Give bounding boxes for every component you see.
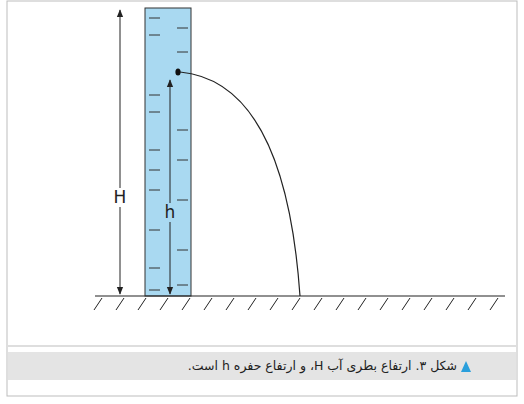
height-label: H — [112, 188, 129, 207]
tick-mark — [149, 268, 160, 269]
hatch-stroke — [314, 298, 322, 310]
hatch-stroke — [358, 298, 366, 310]
graduation-marks — [149, 18, 188, 290]
hatch-stroke — [138, 298, 146, 310]
tick-mark — [149, 170, 160, 171]
hole — [175, 68, 180, 75]
hatch-stroke — [424, 298, 432, 310]
hatch-stroke — [490, 298, 498, 310]
frame-divider — [8, 346, 516, 347]
hatch-stroke — [336, 298, 344, 310]
frame — [7, 1, 517, 396]
hatch-stroke — [160, 298, 168, 310]
hatch-stroke — [116, 298, 124, 310]
hatch-stroke — [380, 298, 388, 310]
hatch-stroke — [402, 298, 410, 310]
tick-mark — [177, 130, 188, 131]
H-dimension-arrow — [120, 10, 121, 294]
tick-mark — [177, 52, 188, 53]
tick-mark — [149, 190, 160, 191]
tick-mark — [177, 160, 188, 161]
tick-mark — [149, 18, 160, 19]
tick-mark — [177, 200, 188, 201]
water-jet — [180, 72, 300, 296]
tick-mark — [149, 230, 160, 231]
ground-hatching — [94, 298, 498, 310]
hatch-stroke — [270, 298, 278, 310]
caption-triangle — [461, 361, 471, 372]
hatch-stroke — [468, 298, 476, 310]
tick-mark — [149, 95, 160, 96]
hole-height-label: h — [163, 203, 178, 222]
water-bottle — [145, 8, 191, 296]
h-dimension-arrow — [170, 80, 171, 294]
hatch-stroke — [226, 298, 234, 310]
tick-mark — [177, 250, 188, 251]
tick-mark — [149, 112, 160, 113]
hatch-stroke — [292, 298, 300, 310]
tick-mark — [177, 285, 188, 286]
hatch-stroke — [182, 298, 190, 310]
tick-mark — [149, 290, 160, 291]
hatch-stroke — [446, 298, 454, 310]
figure-caption: شکل ۳. ارتفاع بطری آب H، و ارتفاع حفره h… — [188, 360, 457, 373]
tick-mark — [149, 35, 160, 36]
caption-band — [8, 352, 516, 380]
hatch-stroke — [204, 298, 212, 310]
tick-mark — [149, 150, 160, 151]
tick-mark — [177, 28, 188, 29]
hatch-stroke — [94, 298, 102, 310]
hatch-stroke — [248, 298, 256, 310]
